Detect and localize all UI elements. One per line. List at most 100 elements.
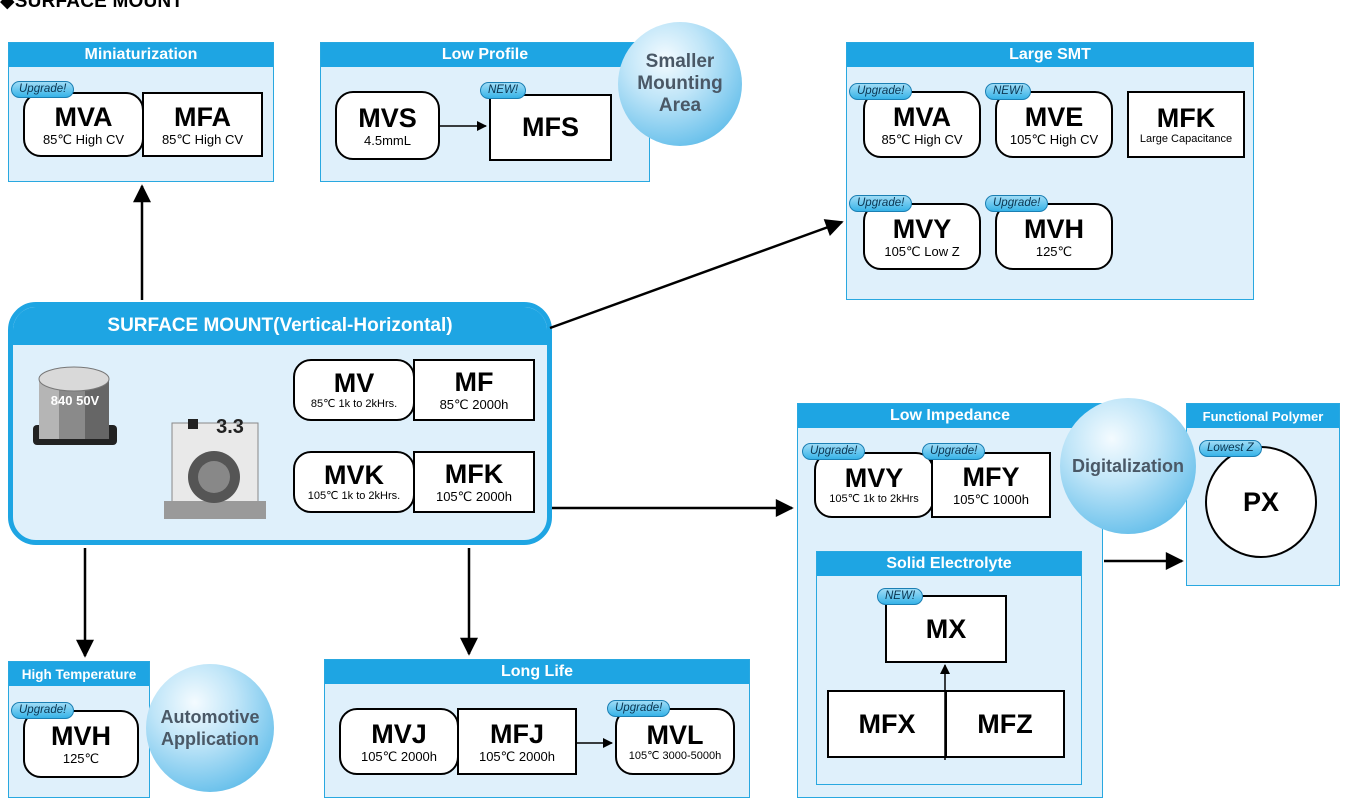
product-code: MFJ bbox=[490, 718, 544, 749]
product-code: MVS bbox=[358, 102, 417, 133]
product-spec: 105℃ 2000h bbox=[360, 748, 438, 764]
panel-title: Miniaturization bbox=[9, 43, 273, 67]
product-spec: 85℃ High CV bbox=[161, 131, 244, 147]
product-code: MVA bbox=[54, 101, 113, 132]
product-code: MVK bbox=[324, 460, 384, 490]
product-code: MFZ bbox=[977, 708, 1033, 739]
product-code: MVJ bbox=[371, 718, 427, 749]
product-code: MX bbox=[925, 613, 967, 644]
panel-solid-electrolyte: Solid Electrolyte NEW! MX MFX MFZ bbox=[816, 551, 1082, 785]
product-code: MVY bbox=[892, 213, 952, 244]
upgrade-tag: Upgrade! bbox=[922, 443, 986, 460]
panel-title: Large SMT bbox=[847, 43, 1253, 67]
product-code: MVY bbox=[844, 463, 904, 493]
panel-title: High Temperature bbox=[9, 662, 149, 686]
lowest-z-tag: Lowest Z bbox=[1199, 440, 1262, 457]
product-code: MVE bbox=[1024, 101, 1084, 132]
product-spec: 125℃ bbox=[1035, 243, 1073, 259]
product-spec: 85℃ 2000h bbox=[439, 397, 509, 412]
panel-title: SURFACE MOUNT(Vertical-Horizontal) bbox=[13, 307, 547, 345]
product-code: MF bbox=[454, 367, 494, 397]
panel-long-life: Long Life MVJ 105℃ 2000h MFJ 105℃ 2000h … bbox=[324, 659, 750, 798]
product-spec: 105℃ 3000-5000h bbox=[628, 749, 722, 762]
product-code: MVL bbox=[646, 719, 704, 750]
product-mvl[interactable]: MVL 105℃ 3000-5000h bbox=[615, 708, 735, 775]
upgrade-tag: Upgrade! bbox=[985, 195, 1049, 212]
product-spec: 105℃ 1000h bbox=[952, 492, 1030, 507]
product-mvy[interactable]: MVY 105℃ Low Z bbox=[863, 203, 981, 270]
product-mfk[interactable]: MFK Large Capacitance bbox=[1127, 91, 1245, 158]
panel-high-temperature: High Temperature Upgrade! MVH 125℃ bbox=[8, 661, 150, 798]
product-spec: 105℃ 2000h bbox=[435, 489, 513, 504]
upgrade-tag: Upgrade! bbox=[607, 700, 671, 717]
upgrade-tag: Upgrade! bbox=[11, 702, 75, 719]
product-mfy[interactable]: MFY 105℃ 1000h bbox=[931, 452, 1051, 518]
product-code: MVH bbox=[51, 721, 111, 751]
product-spec: 105℃ Low Z bbox=[884, 243, 960, 259]
product-code: PX bbox=[1242, 486, 1280, 517]
panel-large-smt: Large SMT Upgrade! MVA 85℃ High CV NEW! … bbox=[846, 42, 1254, 300]
panel-functional-polymer: Functional Polymer Lowest Z PX bbox=[1186, 403, 1340, 586]
upgrade-tag: Upgrade! bbox=[802, 443, 866, 460]
product-mv[interactable]: MV 85℃ 1k to 2kHrs. bbox=[293, 359, 415, 421]
bubble-automotive-application: Automotive Application bbox=[146, 664, 274, 792]
panel-low-impedance: Low Impedance Upgrade! MVY 105℃ 1k to 2k… bbox=[797, 403, 1103, 798]
panel-title: Long Life bbox=[325, 660, 749, 684]
product-spec: 4.5mmL bbox=[364, 132, 411, 148]
product-mfz[interactable]: MFZ bbox=[945, 690, 1065, 758]
page-title: ◆SURFACE MOUNT bbox=[0, 0, 184, 12]
product-mva[interactable]: MVA 85℃ High CV bbox=[23, 92, 144, 157]
new-tag: NEW! bbox=[480, 82, 527, 99]
product-code: MVH bbox=[1024, 213, 1084, 244]
upgrade-tag: Upgrade! bbox=[849, 195, 913, 212]
capacitor-chip-photo: 3.3 bbox=[164, 416, 266, 519]
product-spec: 125℃ bbox=[62, 751, 100, 766]
product-code: MFK bbox=[1156, 102, 1216, 133]
panel-low-profile: Low Profile MVS 4.5mmL NEW! MFS bbox=[320, 42, 650, 182]
product-mve[interactable]: MVE 105℃ High CV bbox=[995, 91, 1113, 158]
panel-title: Low Impedance bbox=[798, 404, 1102, 428]
upgrade-tag: Upgrade! bbox=[849, 83, 913, 100]
bubble-smaller-mounting-area: Smaller Mounting Area bbox=[618, 22, 742, 146]
product-mva[interactable]: MVA 85℃ High CV bbox=[863, 91, 981, 158]
panel-title: Low Profile bbox=[321, 43, 649, 67]
product-mvk[interactable]: MVK 105℃ 1k to 2kHrs. bbox=[293, 451, 415, 513]
product-spec: 105℃ 2000h bbox=[478, 748, 556, 764]
product-spec: 105℃ 1k to 2kHrs. bbox=[307, 490, 401, 502]
new-tag: NEW! bbox=[877, 588, 924, 605]
product-code: MFY bbox=[962, 462, 1020, 492]
new-tag: NEW! bbox=[985, 83, 1032, 100]
product-mfk[interactable]: MFK 105℃ 2000h bbox=[413, 451, 535, 513]
product-spec: 105℃ 1k to 2kHrs bbox=[829, 493, 919, 505]
bubble-digitalization: Digitalization bbox=[1060, 398, 1196, 534]
product-mvs[interactable]: MVS 4.5mmL bbox=[335, 91, 440, 160]
product-code: MVA bbox=[893, 101, 951, 132]
product-code: MV bbox=[333, 368, 375, 398]
product-code: MFK bbox=[444, 459, 504, 489]
product-spec: Large Capacitance bbox=[1139, 132, 1233, 145]
product-mf[interactable]: MF 85℃ 2000h bbox=[413, 359, 535, 421]
photo-label-can: 840 50V bbox=[51, 393, 100, 408]
product-mfj[interactable]: MFJ 105℃ 2000h bbox=[457, 708, 577, 775]
product-mfa[interactable]: MFA 85℃ High CV bbox=[142, 92, 263, 157]
arrow-to-large-smt bbox=[549, 219, 844, 330]
product-spec: 105℃ High CV bbox=[1009, 131, 1099, 147]
product-spec: 85℃ High CV bbox=[42, 131, 125, 147]
product-mvh[interactable]: MVH 125℃ bbox=[23, 710, 139, 778]
product-mvj[interactable]: MVJ 105℃ 2000h bbox=[339, 708, 459, 775]
product-spec: 85℃ 1k to 2kHrs. bbox=[310, 398, 398, 410]
product-px[interactable]: PX bbox=[1205, 446, 1317, 558]
product-mvh[interactable]: MVH 125℃ bbox=[995, 203, 1113, 270]
product-spec: 85℃ High CV bbox=[881, 131, 963, 147]
panel-miniaturization: Miniaturization Upgrade! MVA 85℃ High CV… bbox=[8, 42, 274, 182]
upgrade-tag: Upgrade! bbox=[11, 81, 75, 98]
product-mfx[interactable]: MFX bbox=[827, 690, 947, 758]
panel-surface-mount: SURFACE MOUNT(Vertical-Horizontal) 840 5… bbox=[8, 302, 552, 545]
panel-title: Solid Electrolyte bbox=[817, 552, 1081, 576]
product-code: MFX bbox=[858, 708, 916, 739]
product-code: MFS bbox=[522, 112, 579, 142]
product-mx[interactable]: MX bbox=[885, 595, 1007, 663]
product-code: MFA bbox=[174, 101, 231, 132]
product-mvy[interactable]: MVY 105℃ 1k to 2kHrs bbox=[814, 452, 934, 518]
product-mfs[interactable]: MFS bbox=[489, 94, 612, 161]
